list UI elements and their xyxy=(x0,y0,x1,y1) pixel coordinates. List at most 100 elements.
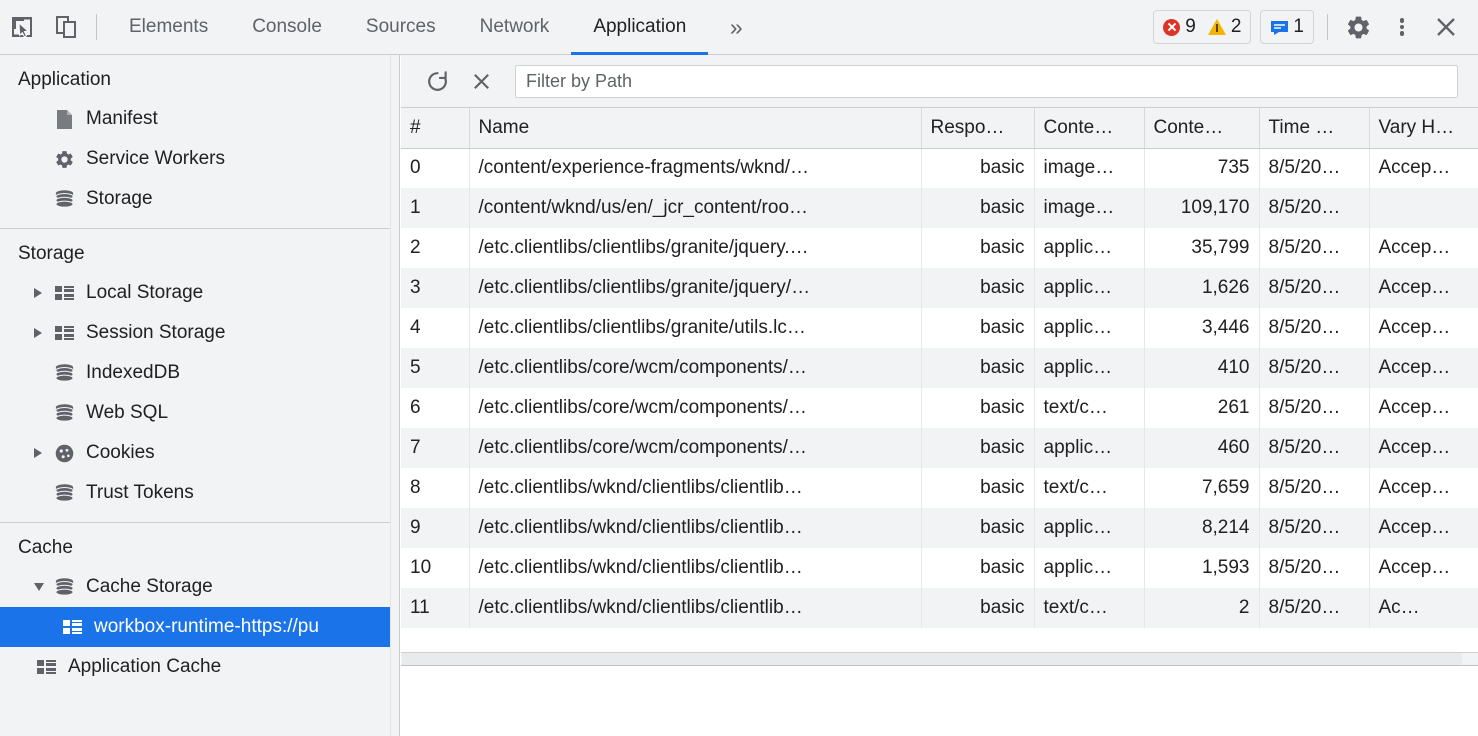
table-row[interactable]: 10 /etc.clientlibs/wknd/clientlibs/clien… xyxy=(401,548,1478,588)
cell-vary-header: Accep… xyxy=(1369,348,1478,388)
cell-name: /etc.clientlibs/clientlibs/granite/jquer… xyxy=(469,228,921,268)
toolbar-divider xyxy=(96,14,97,40)
table-row[interactable]: 9 /etc.clientlibs/wknd/clientlibs/client… xyxy=(401,508,1478,548)
cell-content-length: 109,170 xyxy=(1144,188,1259,228)
grid-horizontal-scrollbar[interactable] xyxy=(401,652,1478,666)
tab-console[interactable]: Console xyxy=(230,0,344,55)
cell-response-type: basic xyxy=(921,188,1034,228)
sidebar-item-manifest[interactable]: Manifest xyxy=(0,99,399,139)
column-header-content-length[interactable]: Conte… xyxy=(1144,108,1259,148)
tab-sources[interactable]: Sources xyxy=(344,0,458,55)
sidebar-item-storage[interactable]: Storage xyxy=(0,179,399,219)
column-header-name[interactable]: Name xyxy=(469,108,921,148)
panel-tabs: Elements Console Sources Network Applica… xyxy=(107,0,764,55)
cell-time-cached: 8/5/20… xyxy=(1259,468,1369,508)
chevron-right-icon[interactable] xyxy=(34,448,52,458)
database-icon xyxy=(52,363,76,383)
sidebar-item-cookies[interactable]: Cookies xyxy=(0,433,399,473)
sidebar-item-service-workers[interactable]: Service Workers xyxy=(0,139,399,179)
cache-entries-grid[interactable]: # Name Respo… Conte… Conte… Time … Vary … xyxy=(401,108,1478,666)
column-header-response-type[interactable]: Respo… xyxy=(921,108,1034,148)
cell-name: /etc.clientlibs/core/wcm/components/… xyxy=(469,428,921,468)
tab-label: Network xyxy=(480,16,550,38)
chevron-right-icon[interactable] xyxy=(34,328,52,338)
cell-time-cached: 8/5/20… xyxy=(1259,308,1369,348)
database-icon xyxy=(52,403,76,423)
warning-counter[interactable]: 2 xyxy=(1208,16,1242,38)
sidebar-scrollbar[interactable] xyxy=(390,55,399,736)
kebab-dot xyxy=(1400,18,1405,23)
issues-message-group[interactable]: 1 xyxy=(1260,10,1314,44)
table-row[interactable]: 3 /etc.clientlibs/clientlibs/granite/jqu… xyxy=(401,268,1478,308)
chevron-right-icon[interactable] xyxy=(34,288,52,298)
close-icon[interactable] xyxy=(1424,5,1468,49)
sidebar-item-cache-storage[interactable]: Cache Storage xyxy=(0,567,399,607)
device-toolbar-icon[interactable] xyxy=(44,7,88,47)
warning-count: 2 xyxy=(1231,16,1242,38)
cell-response-type: basic xyxy=(921,308,1034,348)
filter-by-path-input[interactable] xyxy=(515,65,1458,98)
cell-content-type: text/c… xyxy=(1034,388,1144,428)
cache-toolbar xyxy=(401,55,1478,108)
tab-label: Elements xyxy=(129,16,208,38)
cell-response-type: basic xyxy=(921,148,1034,188)
sidebar-item-application-cache[interactable]: Application Cache xyxy=(0,647,399,687)
table-row[interactable]: 2 /etc.clientlibs/clientlibs/granite/jqu… xyxy=(401,228,1478,268)
issues-counter-group[interactable]: 9 2 xyxy=(1153,10,1251,44)
more-tabs-icon[interactable]: » xyxy=(708,0,764,55)
message-counter[interactable]: 1 xyxy=(1270,16,1304,38)
cell-name: /content/wknd/us/en/_jcr_content/roo… xyxy=(469,188,921,228)
cell-vary-header: Accep… xyxy=(1369,308,1478,348)
sidebar-item-label: IndexedDB xyxy=(86,362,180,384)
table-row[interactable]: 11 /etc.clientlibs/wknd/clientlibs/clien… xyxy=(401,588,1478,628)
chevron-down-icon[interactable] xyxy=(34,583,52,591)
column-header-content-type[interactable]: Conte… xyxy=(1034,108,1144,148)
toolbar-divider-2 xyxy=(1327,14,1328,40)
cell-content-type: applic… xyxy=(1034,508,1144,548)
tab-elements[interactable]: Elements xyxy=(107,0,230,55)
sidebar-section-title: Cache xyxy=(0,523,399,567)
table-row[interactable]: 1 /content/wknd/us/en/_jcr_content/roo… … xyxy=(401,188,1478,228)
table-body: 0 /content/experience-fragments/wknd/… b… xyxy=(401,148,1478,628)
table-row[interactable]: 8 /etc.clientlibs/wknd/clientlibs/client… xyxy=(401,468,1478,508)
cell-vary-header: Ac… xyxy=(1369,588,1478,628)
column-header-vary-header[interactable]: Vary H… xyxy=(1369,108,1478,148)
sidebar-item-session-storage[interactable]: Session Storage xyxy=(0,313,399,353)
delete-selected-icon[interactable] xyxy=(459,61,503,101)
tab-application[interactable]: Application xyxy=(571,0,708,55)
refresh-icon[interactable] xyxy=(415,61,459,101)
table-icon xyxy=(52,326,76,341)
sidebar-item-local-storage[interactable]: Local Storage xyxy=(0,273,399,313)
cell-vary-header: Accep… xyxy=(1369,148,1478,188)
inspect-element-icon[interactable] xyxy=(0,7,44,47)
table-row[interactable]: 5 /etc.clientlibs/core/wcm/components/… … xyxy=(401,348,1478,388)
scrollbar-thumb[interactable] xyxy=(402,653,1462,665)
more-options-icon[interactable] xyxy=(1380,5,1424,49)
cell-content-length: 7,659 xyxy=(1144,468,1259,508)
sidebar-item-web-sql[interactable]: Web SQL xyxy=(0,393,399,433)
tab-network[interactable]: Network xyxy=(458,0,572,55)
column-header-time-cached[interactable]: Time … xyxy=(1259,108,1369,148)
sidebar-item-workbox-runtime-cache[interactable]: workbox-runtime-https://pu xyxy=(0,607,399,647)
application-sidebar[interactable]: Application Manifest Ser xyxy=(0,55,400,736)
sidebar-item-label: Cookies xyxy=(86,442,155,464)
table-row[interactable]: 7 /etc.clientlibs/core/wcm/components/… … xyxy=(401,428,1478,468)
table-row[interactable]: 6 /etc.clientlibs/core/wcm/components/… … xyxy=(401,388,1478,428)
sidebar-item-indexeddb[interactable]: IndexedDB xyxy=(0,353,399,393)
cell-index: 7 xyxy=(401,428,469,468)
table-row[interactable]: 0 /content/experience-fragments/wknd/… b… xyxy=(401,148,1478,188)
sidebar-item-label: Web SQL xyxy=(86,402,168,424)
database-icon xyxy=(52,189,76,209)
error-counter[interactable]: 9 xyxy=(1163,16,1196,38)
cell-content-length: 2 xyxy=(1144,588,1259,628)
sidebar-item-label: Application Cache xyxy=(68,656,221,678)
tab-label: Application xyxy=(593,16,686,38)
table-row[interactable]: 4 /etc.clientlibs/clientlibs/granite/uti… xyxy=(401,308,1478,348)
toolbar-right-group: 9 2 1 xyxy=(1153,0,1478,55)
sidebar-item-trust-tokens[interactable]: Trust Tokens xyxy=(0,473,399,513)
column-header-index[interactable]: # xyxy=(401,108,469,148)
cell-content-type: image… xyxy=(1034,148,1144,188)
gear-icon[interactable] xyxy=(1336,5,1380,49)
cell-content-length: 3,446 xyxy=(1144,308,1259,348)
cell-vary-header: Accep… xyxy=(1369,548,1478,588)
